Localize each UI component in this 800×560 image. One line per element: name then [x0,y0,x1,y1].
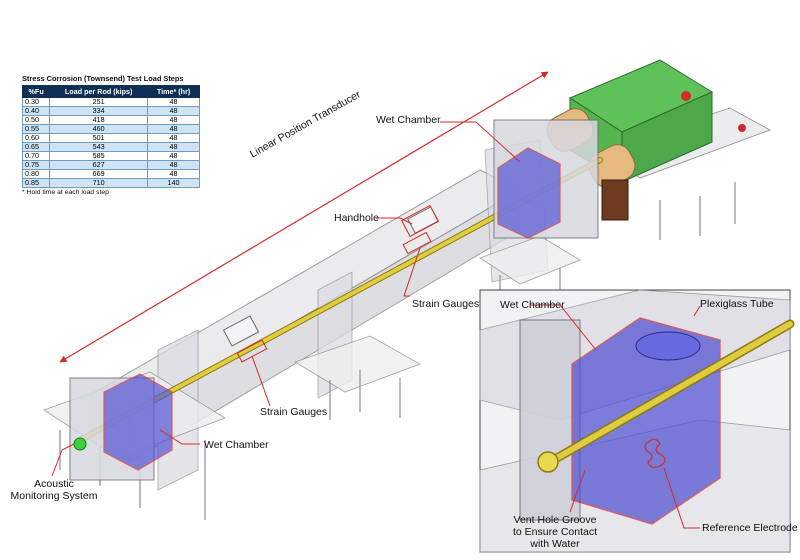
label-wet-chamber-bottom: Wet Chamber [204,439,269,451]
table-header-load: Load per Rod (kips) [49,85,149,98]
wood-block [601,179,629,221]
label-handhole: Handhole [334,212,379,224]
inset-plexiglass-tube-top [635,331,701,361]
table-header-fu: %Fu [21,85,51,98]
label-inset-vent-line2: to Ensure Contact [512,526,598,538]
table-header-time: Time* (hr) [147,85,200,98]
inset-rod-end [537,451,559,473]
label-acoustic-line2: Monitoring System [10,490,98,502]
load-steps-table-block: Stress Corrosion (Townsend) Test Load St… [21,74,200,196]
inset-wet-chamber-box [571,317,721,525]
wet-chamber-top-box [497,147,561,239]
jack-red-cap [681,91,691,101]
inset-reference-electrode [644,438,666,468]
lpt-dimension-arrow [59,71,549,363]
inset-rod [547,321,793,465]
label-strain-gauges-left: Strain Gauges [260,406,328,418]
label-inset-vent-line3: with Water [530,538,580,550]
inset-leaders [530,304,701,529]
leader-lines [51,121,521,477]
jack-red-cap-2 [738,124,746,132]
wet-chamber-top [493,119,599,239]
table-cell: 0.85 [21,178,51,188]
label-inset-vent-line1: Vent Hole Groove [513,514,597,526]
table-title: Stress Corrosion (Townsend) Test Load St… [22,74,184,83]
label-strain-gauges-right: Strain Gauges [412,298,480,310]
table-cell: 140 [147,178,200,188]
table-cell: 710 [49,178,149,188]
detail-inset [479,289,795,553]
label-inset-wet-chamber: Wet Chamber [500,299,565,311]
label-inset-reference-electrode: Reference Electrode [702,522,798,534]
acoustic-sensor [73,437,87,451]
label-wet-chamber-top: Wet Chamber [376,114,441,126]
table-header-row: %Fu Load per Rod (kips) Time* (hr) [21,85,200,98]
label-acoustic-line1: Acoustic [34,478,74,490]
wet-chamber-end [69,373,173,481]
label-inset-plexiglass-tube: Plexiglass Tube [700,298,774,310]
label-inset-vent-hole: Vent Hole Groove to Ensure Contact with … [500,514,610,550]
wet-chamber-bottom-box [103,373,173,471]
table-footnote: * Hold time at each load step [22,189,109,196]
label-acoustic-monitoring: Acoustic Monitoring System [4,478,104,502]
inset-anchor-plate [519,319,581,521]
